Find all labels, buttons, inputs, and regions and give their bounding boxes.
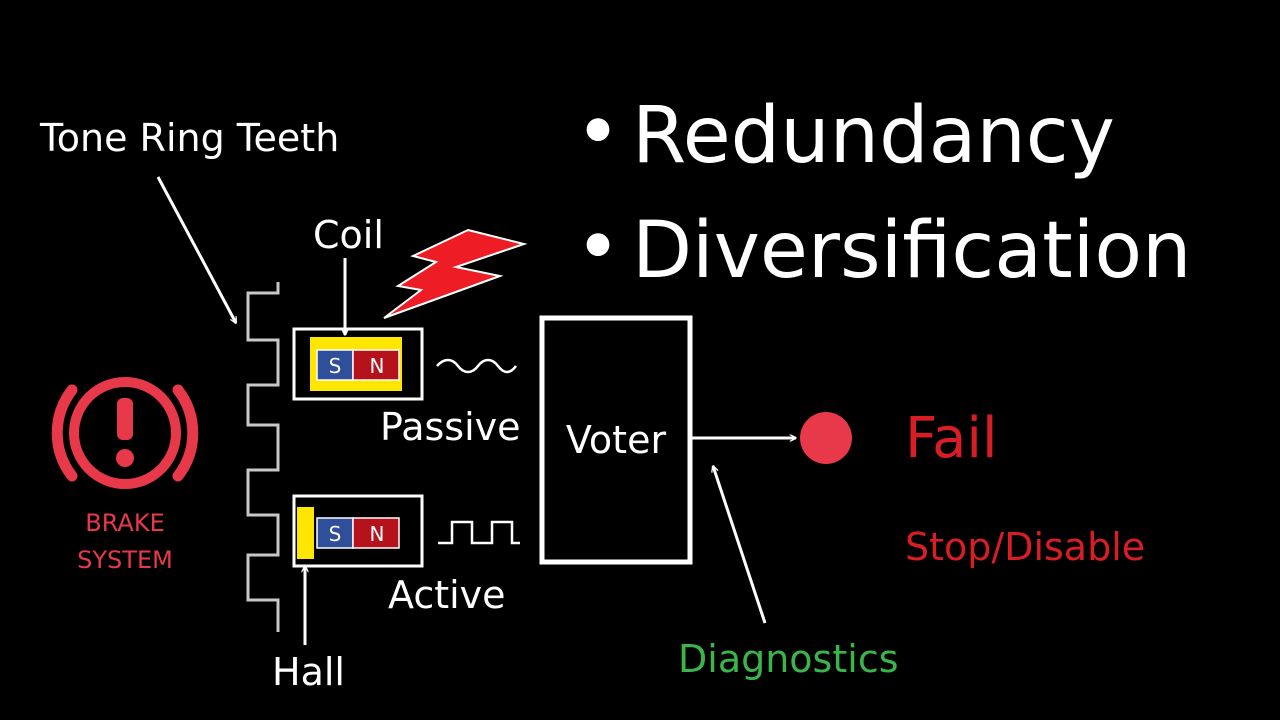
diagnostics-arrow — [713, 466, 767, 624]
brake-label-line1: BRAKE — [85, 509, 165, 537]
brake-label-line2: SYSTEM — [77, 546, 173, 574]
fail-label: Fail — [905, 406, 998, 471]
tone-ring-arrow — [156, 176, 238, 323]
output-dot — [800, 412, 852, 464]
active-label: Active — [388, 573, 506, 617]
passive-label: Passive — [380, 405, 521, 449]
tone-ring-label: Tone Ring Teeth — [39, 116, 339, 160]
diagnostics-label: Diagnostics — [678, 637, 899, 681]
coil-label: Coil — [313, 213, 384, 257]
brake-warning-exclamation-dot — [116, 449, 134, 467]
magnet-s-label: S — [329, 522, 342, 546]
hall-element — [297, 507, 314, 559]
magnet-north — [352, 349, 400, 381]
passive-sensor: S N — [292, 327, 424, 401]
active-sensor-housing — [292, 494, 424, 568]
bullet-redundancy: Redundancy — [632, 91, 1115, 181]
tone-ring-teeth — [246, 282, 280, 632]
brake-warning-icon — [51, 377, 199, 489]
magnet-n-label: N — [370, 354, 385, 378]
brake-warning-exclamation-bar — [117, 398, 133, 440]
voter-box — [539, 315, 693, 565]
bullet-marker: • — [575, 88, 621, 178]
square-wave-icon — [438, 520, 520, 545]
brake-warning-right-arc — [172, 384, 199, 482]
passive-sensor-housing — [292, 327, 424, 401]
magnet-north — [352, 517, 400, 549]
bullet-marker: • — [575, 203, 621, 293]
lightning-icon — [383, 228, 528, 319]
magnet-n-label: N — [370, 522, 385, 546]
bullet-list: • Redundancy • Diversification — [575, 88, 1191, 296]
stop-disable-label: Stop/Disable — [905, 525, 1145, 569]
active-sensor: S N — [292, 494, 424, 568]
sine-wave-icon — [436, 358, 517, 374]
magnet-south — [316, 517, 354, 549]
brake-warning-left-arc — [51, 384, 78, 482]
bullet-diversification: Diversification — [632, 206, 1191, 296]
magnet-s-label: S — [329, 354, 342, 378]
brake-warning-circle — [69, 377, 181, 489]
voter-label: Voter — [566, 418, 667, 462]
hall-label: Hall — [272, 650, 345, 694]
